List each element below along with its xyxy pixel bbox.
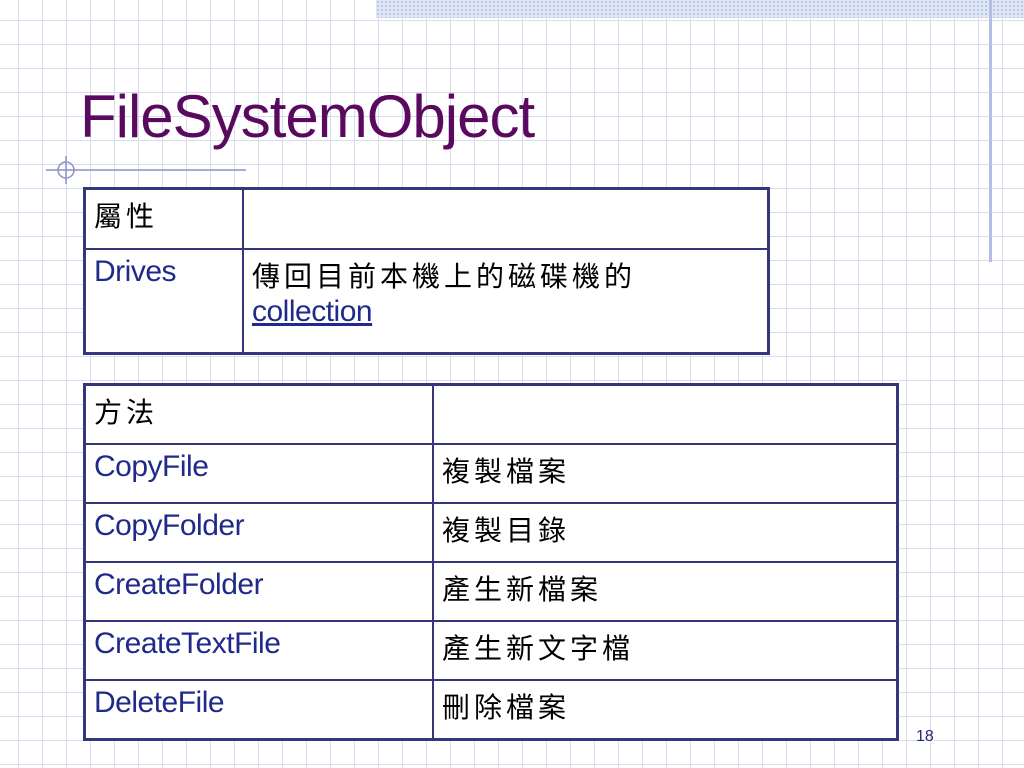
page-number: 18 [916,728,934,745]
property-description: 傳回目前本機上的磁碟機的 collection [242,248,770,355]
table-row: CreateTextFile 產生新文字檔 [83,620,899,681]
slide-title: FileSystemObject [80,83,535,150]
properties-header-cell: 屬性 [83,187,244,250]
methods-header-cell-empty [432,383,899,445]
method-description: 產生新檔案 [432,561,899,622]
methods-header-row: 方法 [83,383,899,445]
method-name: CreateTextFile [83,620,434,681]
collection-link[interactable]: collection [252,295,373,328]
right-decorative-line [989,0,992,262]
methods-table: 方法 CopyFile 複製檔案 CopyFolder 複製目錄 CreateF… [83,383,899,741]
methods-header-cell: 方法 [83,383,434,445]
properties-table: 屬性 Drives 傳回目前本機上的磁碟機的 collection [83,187,770,355]
top-decorative-band [376,0,1024,18]
crosshair-ornament-icon [46,156,246,184]
table-row: Drives 傳回目前本機上的磁碟機的 collection [83,248,770,355]
property-description-text: 傳回目前本機上的磁碟機的 [252,260,637,293]
table-row: CopyFile 複製檔案 [83,443,899,504]
method-name: DeleteFile [83,679,434,741]
method-description: 產生新文字檔 [432,620,899,681]
method-description: 複製目錄 [432,502,899,563]
properties-header-row: 屬性 [83,187,770,250]
method-name: CopyFile [83,443,434,504]
table-row: DeleteFile 刪除檔案 [83,679,899,741]
method-name: CopyFolder [83,502,434,563]
method-description: 複製檔案 [432,443,899,504]
method-name: CreateFolder [83,561,434,622]
properties-header-cell-empty [242,187,770,250]
table-row: CreateFolder 產生新檔案 [83,561,899,622]
method-description: 刪除檔案 [432,679,899,741]
table-row: CopyFolder 複製目錄 [83,502,899,563]
property-name: Drives [83,248,244,355]
